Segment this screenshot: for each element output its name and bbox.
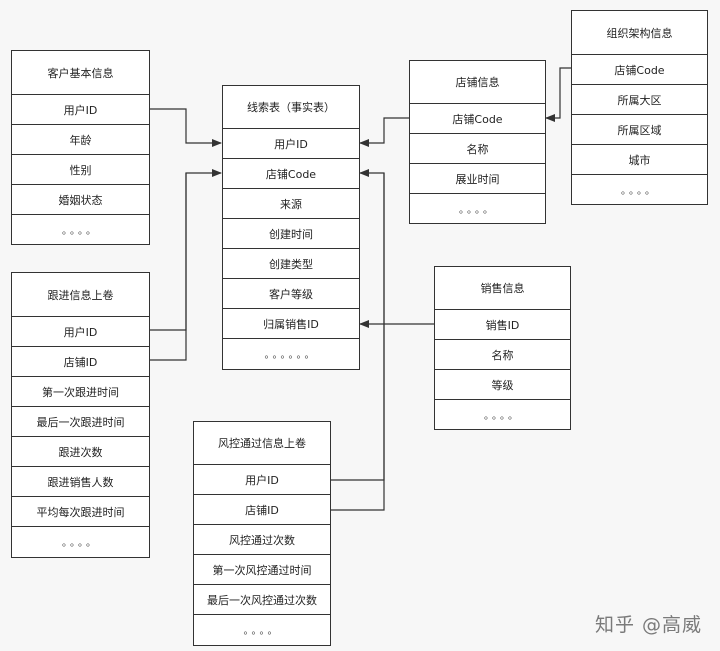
link-store-code-to-leads: [359, 117, 409, 147]
field-name: 名称: [435, 340, 570, 370]
field-ellipsis: 。。。。: [62, 538, 99, 549]
link-follow-storeid: [149, 169, 222, 361]
field-city: 城市: [572, 145, 707, 175]
field-sales-id: 销售ID: [435, 310, 570, 340]
entity-store-info[interactable]: 店铺信息 店铺Code 名称 展业时间 。。。。: [409, 60, 546, 224]
field-create-time: 创建时间: [223, 219, 359, 249]
field-last-follow-time: 最后一次跟进时间: [12, 407, 149, 437]
field-store-id: 店铺ID: [12, 347, 149, 377]
entity-leads-fact-table[interactable]: 线索表（事实表） 用户ID 店铺Code 来源 创建时间 创建类型 客户等级 归…: [222, 85, 360, 370]
field-user-id: 用户ID: [223, 129, 359, 159]
entity-title: 销售信息: [435, 267, 570, 310]
field-follow-count: 跟进次数: [12, 437, 149, 467]
entity-title: 店铺信息: [410, 61, 545, 104]
field-marital-status: 婚姻状态: [12, 185, 149, 215]
field-store-id: 店铺ID: [194, 495, 330, 525]
field-owner-sales-id: 归属销售ID: [223, 309, 359, 339]
entity-title: 客户基本信息: [12, 51, 149, 95]
entity-title: 风控通过信息上卷: [194, 422, 330, 465]
field-ellipsis: 。。。。: [243, 626, 281, 637]
field-customer-level: 客户等级: [223, 279, 359, 309]
field-business-time: 展业时间: [410, 164, 545, 194]
entity-org-structure[interactable]: 组织架构信息 店铺Code 所属大区 所属区域 城市 。。。。: [571, 10, 708, 205]
field-first-follow-time: 第一次跟进时间: [12, 377, 149, 407]
field-store-code: 店铺Code: [410, 104, 545, 134]
field-ellipsis: 。。。。: [459, 204, 496, 216]
entity-customer-basic-info[interactable]: 客户基本信息 用户ID 年龄 性别 婚姻状态 。。。。: [11, 50, 150, 245]
field-ellipsis: 。。。。。。: [264, 350, 318, 361]
entity-follow-up-rollup[interactable]: 跟进信息上卷 用户ID 店铺ID 第一次跟进时间 最后一次跟进时间 跟进次数 跟…: [11, 272, 150, 558]
field-create-type: 创建类型: [223, 249, 359, 279]
field-ellipsis: 。。。。: [484, 410, 521, 422]
link-customer-userid-to-leads: [149, 108, 222, 147]
entity-title: 跟进信息上卷: [12, 273, 149, 317]
field-first-risk-pass-time: 第一次风控通过时间: [194, 555, 330, 585]
field-ellipsis: 。。。。: [621, 185, 658, 197]
field-user-id: 用户ID: [12, 317, 149, 347]
entity-sales-info[interactable]: 销售信息 销售ID 名称 等级 。。。。: [434, 266, 571, 430]
watermark: 知乎 @高威: [594, 614, 702, 636]
field-user-id: 用户ID: [194, 465, 330, 495]
field-user-id: 用户ID: [12, 95, 149, 125]
field-area: 所属区域: [572, 115, 707, 145]
link-follow-userid: [149, 173, 187, 331]
field-age: 年龄: [12, 125, 149, 155]
field-store-code: 店铺Code: [223, 159, 359, 189]
field-name: 名称: [410, 134, 545, 164]
field-source: 来源: [223, 189, 359, 219]
entity-risk-pass-rollup[interactable]: 风控通过信息上卷 用户ID 店铺ID 风控通过次数 第一次风控通过时间 最后一次…: [193, 421, 331, 646]
link-org-code-to-store: [545, 67, 571, 122]
field-last-risk-pass-count: 最后一次风控通过次数: [194, 585, 330, 615]
field-region: 所属大区: [572, 85, 707, 115]
field-store-code: 店铺Code: [572, 55, 707, 85]
entity-title: 线索表（事实表）: [223, 86, 359, 129]
field-avg-follow-time: 平均每次跟进时间: [12, 497, 149, 527]
field-ellipsis: 。。。。: [62, 225, 99, 237]
field-gender: 性别: [12, 155, 149, 185]
field-follow-sales-count: 跟进销售人数: [12, 467, 149, 497]
field-level: 等级: [435, 370, 570, 400]
field-risk-pass-count: 风控通过次数: [194, 525, 330, 555]
entity-title: 组织架构信息: [572, 11, 707, 55]
